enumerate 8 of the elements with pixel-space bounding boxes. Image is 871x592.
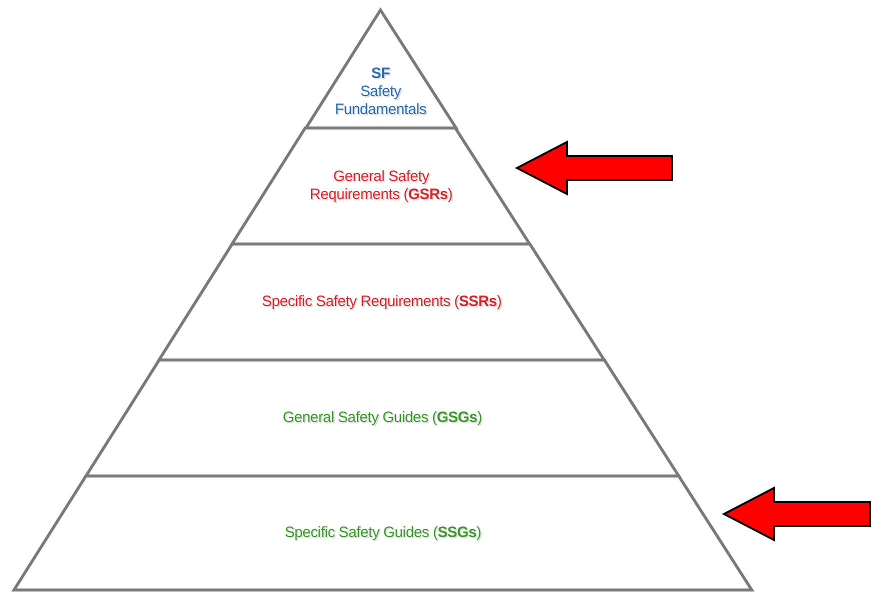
- level-label: General Safety Guides (GSGs): [282, 409, 482, 427]
- block-arrow: [722, 486, 871, 542]
- level-label: Specific Safety Guides (SSGs): [284, 524, 482, 542]
- block-arrow: [514, 140, 673, 196]
- level-label: General Safety Requirements (GSRs): [308, 168, 454, 204]
- level-label: Safety Fundamentals: [334, 83, 428, 119]
- level-label: Specific Safety Requirements (SSRs): [262, 293, 502, 311]
- level-abbreviation: SF: [371, 65, 390, 83]
